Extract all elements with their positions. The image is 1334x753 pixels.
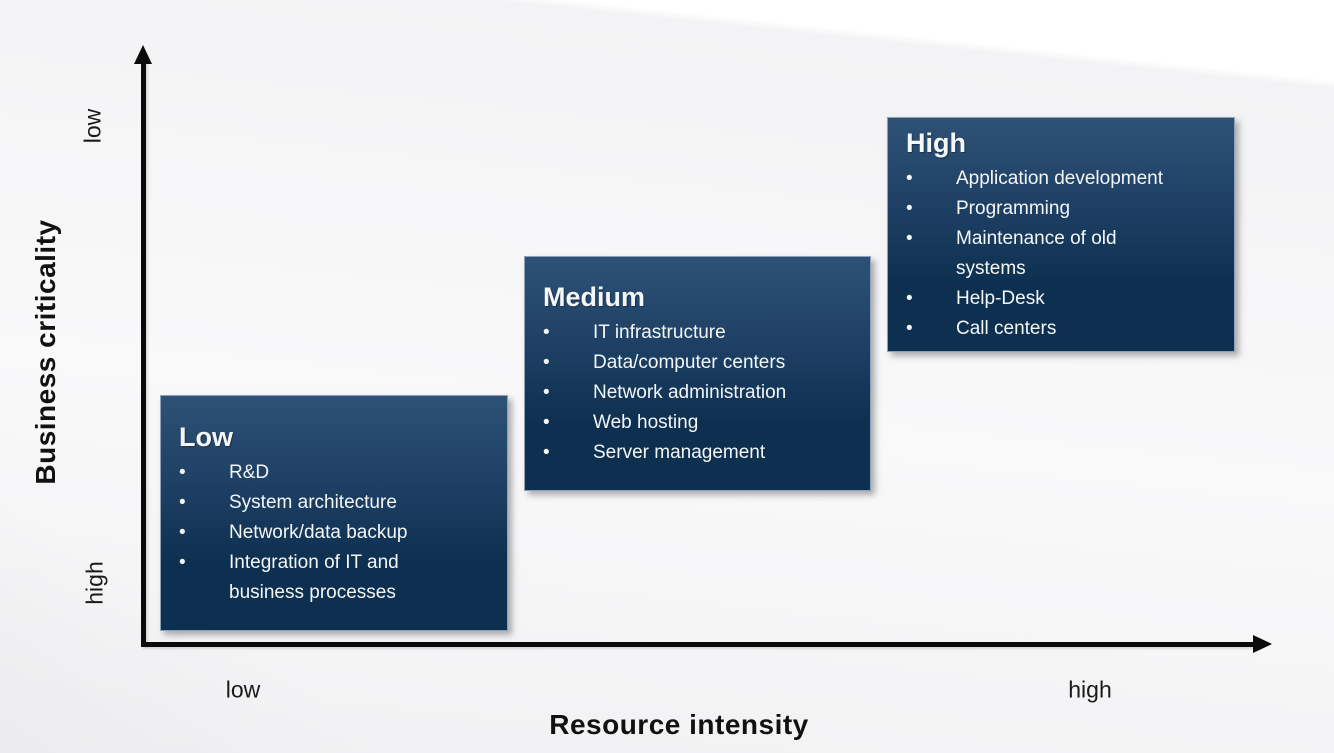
list-item: • Server management <box>543 438 862 468</box>
bullet-icon: • <box>906 288 913 309</box>
bullet-icon: • <box>543 442 550 463</box>
box-list-high: • Application development • Programming • M… <box>888 164 1234 344</box>
list-item-label: IT infrastructure <box>593 322 726 343</box>
x-axis-title: Resource intensity <box>549 709 809 740</box>
box-title-high: High <box>906 128 966 158</box>
list-item: • R&D <box>179 458 499 488</box>
bullet-icon: • <box>906 228 913 249</box>
x-axis-label-low: low <box>225 676 261 703</box>
list-item-label: Programming <box>956 198 1071 219</box>
list-item: • Network administration <box>543 378 862 408</box>
list-item: • Network/data backup <box>179 518 499 548</box>
list-item-label: Call centers <box>956 318 1057 339</box>
list-item: • Programming <box>906 194 1226 224</box>
x-axis-line <box>141 642 1255 647</box>
category-box-high: High • Application development • Programmi… <box>887 117 1235 352</box>
list-item-label: R&D <box>229 461 270 483</box>
box-list-low: • R&D • System architecture • Network/data … <box>161 458 507 608</box>
box-list-medium: • IT infrastructure • Data/computer center… <box>525 318 870 468</box>
list-item-label: Network administration <box>593 382 787 403</box>
y-axis-line <box>141 54 146 645</box>
list-item-label: Network/data backup <box>229 521 408 543</box>
list-item: • Integration of IT and business processe… <box>179 548 499 608</box>
list-item: • Application development <box>906 164 1226 194</box>
bullet-icon: • <box>179 521 186 543</box>
bullet-icon: • <box>906 168 913 189</box>
bullet-icon: • <box>906 198 913 219</box>
list-item: • IT infrastructure <box>543 318 862 348</box>
box-title-low: Low <box>179 421 233 452</box>
box-title-medium: Medium <box>543 282 646 312</box>
list-item: • Call centers <box>906 314 1226 344</box>
category-box-low: Low • R&D • System architecture • Network/d… <box>160 395 508 631</box>
bullet-icon: • <box>543 352 550 373</box>
bullet-icon: • <box>179 461 186 483</box>
y-axis-arrowhead-icon <box>134 45 152 64</box>
bullet-icon: • <box>179 491 186 513</box>
list-item-label: Help-Desk <box>956 288 1045 309</box>
list-item-label: Application development <box>956 168 1164 189</box>
bullet-icon: • <box>543 322 550 343</box>
list-item: • Maintenance of old systems <box>906 224 1226 284</box>
list-item-label: Maintenance of old systems <box>956 228 1117 279</box>
x-axis-arrowhead-icon <box>1253 635 1272 653</box>
bullet-icon: • <box>179 551 186 573</box>
category-box-medium: Medium • IT infrastructure • Data/computer… <box>524 256 871 491</box>
y-axis-label-high: high <box>81 561 108 605</box>
list-item-label: Data/computer centers <box>593 352 786 373</box>
y-axis-title: Business criticality <box>30 219 61 485</box>
list-item: • Help-Desk <box>906 284 1226 314</box>
x-axis-label-high: high <box>1068 676 1112 703</box>
list-item: • System architecture <box>179 488 499 518</box>
bullet-icon: • <box>543 382 550 403</box>
list-item: • Web hosting <box>543 408 862 438</box>
bullet-icon: • <box>543 412 550 433</box>
list-item-label: Integration of IT and business processes <box>229 551 399 603</box>
y-axis-label-low: low <box>79 108 106 144</box>
bullet-icon: • <box>906 318 913 339</box>
list-item: • Data/computer centers <box>543 348 862 378</box>
list-item-label: Web hosting <box>593 412 699 433</box>
list-item-label: System architecture <box>229 491 397 513</box>
list-item-label: Server management <box>593 442 766 463</box>
